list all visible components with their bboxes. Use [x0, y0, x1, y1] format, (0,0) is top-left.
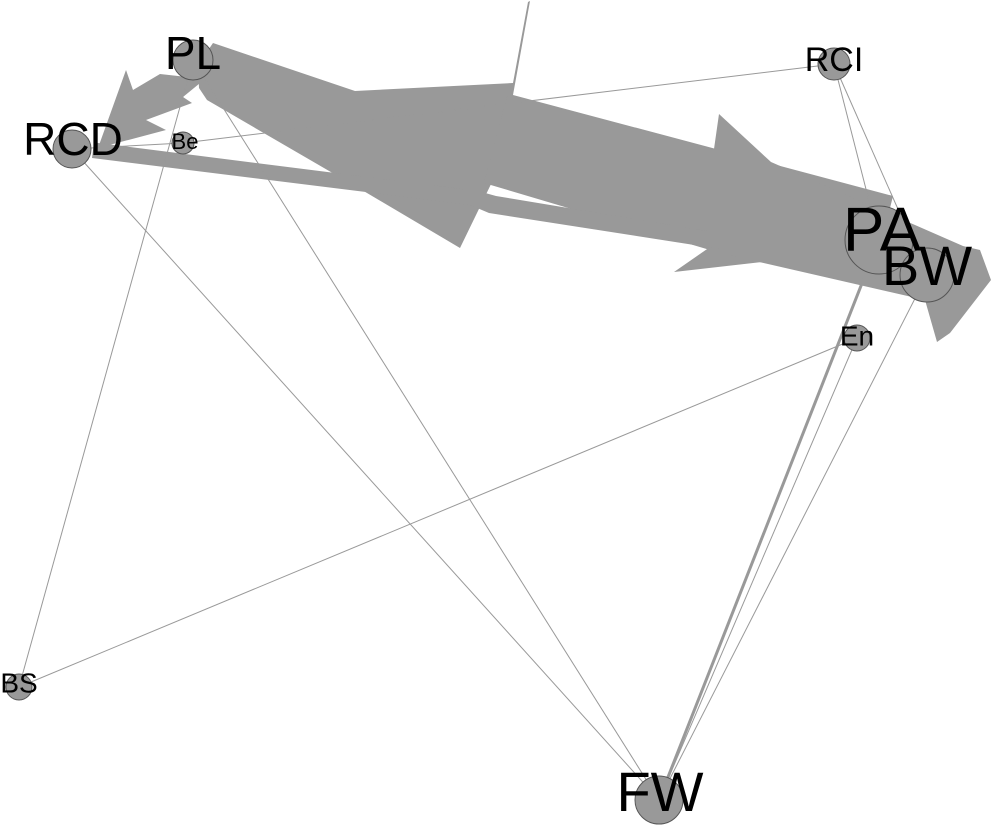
edge-rcd-fw	[71, 148, 660, 801]
node-label-en: En	[840, 320, 874, 351]
node-label-pl: PL	[165, 27, 221, 79]
edges-layer	[18, 1, 991, 801]
edge-arrow-pl-to-rcd	[98, 70, 205, 148]
node-bw	[899, 247, 955, 303]
edge-fw-bw	[658, 274, 928, 801]
node-label-bs: BS	[0, 667, 37, 698]
node-label-rcd: RCD	[23, 113, 123, 165]
edge-pl-bs	[18, 59, 194, 688]
node-pl	[172, 39, 214, 81]
edge-be-rci	[182, 63, 835, 144]
node-label-fw: FW	[616, 760, 703, 823]
node-rci	[817, 47, 851, 81]
node-pa	[844, 205, 914, 275]
edge-en-bs	[18, 337, 858, 688]
nodes-layer	[5, 39, 955, 825]
node-en	[843, 324, 871, 352]
node-label-bw: BW	[882, 234, 972, 297]
node-label-rci: RCI	[805, 41, 864, 79]
node-bs	[5, 673, 33, 701]
edge-fw-pa	[657, 239, 881, 801]
node-label-be: Be	[172, 129, 199, 154]
edge-pl-fw	[192, 59, 660, 801]
edge-fw-en	[658, 337, 858, 801]
node-be	[171, 131, 195, 155]
node-rcd	[52, 129, 92, 169]
node-label-pa: PA	[843, 195, 922, 264]
node-fw	[634, 775, 684, 825]
edge-arrow-rcd-to-pa	[92, 142, 720, 249]
